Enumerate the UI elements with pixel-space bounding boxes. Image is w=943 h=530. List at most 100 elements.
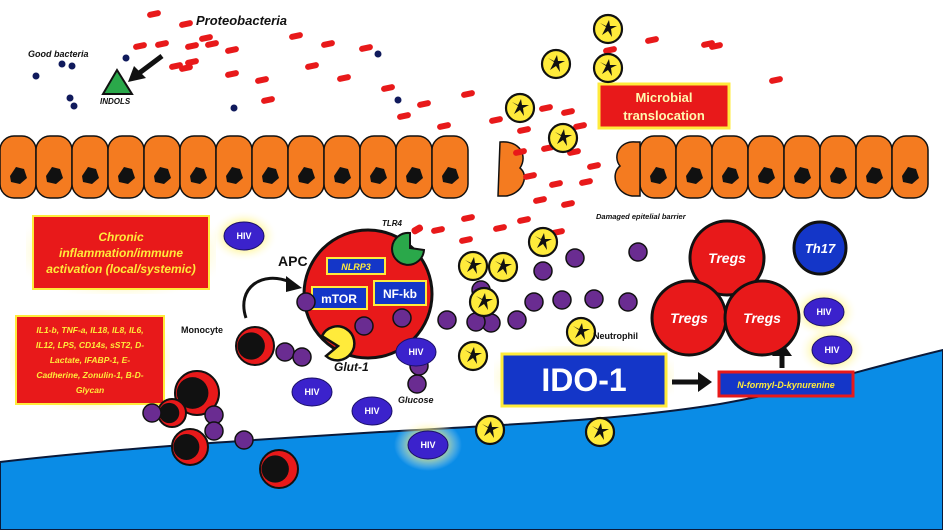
chronic-inflammation-box: Chronic inflammation/immune activation (… bbox=[26, 210, 216, 294]
epithelial-nucleus bbox=[298, 167, 315, 184]
svg-text:HIV: HIV bbox=[364, 406, 379, 416]
monocyte-nucleus bbox=[261, 455, 289, 483]
epithelial-cell bbox=[359, 135, 397, 199]
nlrp3-box: NLRP3 bbox=[326, 257, 386, 275]
epithelial-nucleus bbox=[758, 167, 775, 184]
epithelial-cell bbox=[323, 135, 361, 199]
kynurenine-box: N-formyl-D-kynurenine bbox=[717, 370, 855, 398]
monocyte-nucleus bbox=[176, 377, 209, 409]
epithelial-cell bbox=[107, 135, 145, 199]
purple-particle bbox=[292, 347, 312, 367]
yellow-bacterium bbox=[474, 414, 506, 446]
proteobacteria-rod bbox=[587, 162, 601, 170]
epithelial-cell bbox=[783, 135, 821, 199]
svg-text:HIV: HIV bbox=[824, 345, 839, 355]
apc-arrow bbox=[242, 276, 302, 319]
epithelial-cell bbox=[711, 135, 749, 199]
proteobacteria-rod bbox=[489, 116, 503, 124]
svg-text:Glycan: Glycan bbox=[76, 385, 104, 395]
svg-text:inflammation/immune: inflammation/immune bbox=[59, 246, 183, 260]
yellow-bacterium bbox=[547, 122, 579, 154]
yellow-bacterium bbox=[565, 316, 597, 348]
yellow-bacterium bbox=[468, 286, 500, 318]
epithelial-nucleus bbox=[226, 167, 243, 184]
nfkb-box: NF-kb bbox=[373, 280, 427, 306]
svg-text:HIV: HIV bbox=[236, 231, 251, 241]
ido1-box: IDO-1 bbox=[494, 346, 674, 408]
epithelial-nucleus bbox=[334, 167, 351, 184]
proteobacteria-rod bbox=[321, 40, 335, 48]
svg-text:Lactate, IFABP-1, E-: Lactate, IFABP-1, E- bbox=[50, 355, 130, 365]
th17-cell: Th17 bbox=[792, 220, 848, 276]
yellow-bacterium bbox=[592, 13, 624, 45]
epithelial-cell bbox=[287, 135, 325, 199]
svg-text:Cadherine, Zonulin-1, B-D-: Cadherine, Zonulin-1, B-D- bbox=[36, 370, 143, 380]
epithelial-nucleus bbox=[406, 167, 423, 184]
epithelial-nucleus bbox=[794, 167, 811, 184]
proteobacteria-rod bbox=[493, 224, 507, 232]
svg-text:Tregs: Tregs bbox=[670, 310, 708, 326]
epithelial-nucleus bbox=[686, 167, 703, 184]
good-bacterium bbox=[58, 60, 66, 68]
epithelial-nucleus bbox=[82, 167, 99, 184]
svg-text:N-formyl-D-kynurenine: N-formyl-D-kynurenine bbox=[737, 380, 835, 390]
proteobacteria-label: Proteobacteria bbox=[196, 13, 287, 28]
tlr4-receptor bbox=[391, 224, 426, 266]
yellow-bacterium bbox=[527, 226, 559, 258]
proteobacteria-rod bbox=[549, 180, 563, 188]
epithelial-cell bbox=[179, 135, 217, 199]
hiv-virion: HIV bbox=[394, 419, 462, 471]
epithelial-cell bbox=[143, 135, 181, 199]
good-bacterium bbox=[32, 72, 40, 80]
svg-text:IDO-1: IDO-1 bbox=[541, 362, 626, 398]
hiv-virion: HIV bbox=[291, 377, 333, 407]
glut1-transporter bbox=[320, 325, 356, 362]
proteobacteria-rod bbox=[185, 58, 199, 66]
indols-arrow bbox=[128, 54, 164, 82]
proteobacteria-rod bbox=[517, 126, 531, 134]
proteobacteria-rod bbox=[417, 100, 431, 108]
proteobacteria-rod bbox=[561, 200, 575, 208]
epithelial-cell bbox=[215, 135, 253, 199]
good-bacterium bbox=[394, 96, 402, 104]
mtor-box: mTOR bbox=[311, 286, 368, 310]
proteobacteria-rod bbox=[261, 96, 275, 104]
epithelial-nucleus bbox=[442, 167, 459, 184]
proteobacteria-rod bbox=[185, 42, 199, 50]
proteobacteria-rod bbox=[199, 34, 213, 42]
proteobacteria-rod bbox=[305, 62, 319, 70]
epithelial-nucleus bbox=[370, 167, 387, 184]
proteobacteria-rod bbox=[523, 172, 537, 180]
svg-text:Microbial: Microbial bbox=[635, 90, 692, 105]
purple-particle bbox=[142, 403, 162, 423]
purple-particle bbox=[204, 421, 224, 441]
epithelial-cell bbox=[675, 135, 713, 199]
epithelial-cell bbox=[395, 135, 433, 199]
epithelial-cell bbox=[855, 135, 893, 199]
proteobacteria-rod bbox=[459, 236, 473, 244]
proteobacteria-rod bbox=[437, 122, 451, 130]
yellow-bacterium bbox=[457, 250, 489, 282]
svg-text:IL1-b, TNF-a, IL18, IL8, IL6,: IL1-b, TNF-a, IL18, IL8, IL6, bbox=[36, 325, 143, 335]
proteobacteria-rod bbox=[359, 44, 373, 52]
svg-text:Chronic: Chronic bbox=[98, 230, 144, 244]
svg-text:HIV: HIV bbox=[408, 347, 423, 357]
yellow-bacterium bbox=[504, 92, 536, 124]
purple-particle bbox=[407, 374, 427, 394]
epithelial-nucleus bbox=[866, 167, 883, 184]
epithelial-barrier-left bbox=[0, 135, 469, 199]
epithelial-cell bbox=[819, 135, 857, 199]
svg-text:HIV: HIV bbox=[304, 387, 319, 397]
proteobacteria-rod bbox=[573, 122, 587, 130]
proteobacteria-rod bbox=[205, 40, 219, 48]
purple-particle bbox=[234, 430, 254, 450]
proteobacteria-rod bbox=[461, 214, 475, 222]
purple-particle bbox=[275, 342, 295, 362]
svg-text:activation (local/systemic): activation (local/systemic) bbox=[46, 262, 195, 276]
proteobacteria-rod bbox=[539, 104, 553, 112]
proteobacteria-rod bbox=[155, 40, 169, 48]
proteobacteria-rod bbox=[147, 10, 161, 18]
yellow-bacterium bbox=[487, 251, 519, 283]
good-bacterium bbox=[66, 94, 74, 102]
svg-text:translocation: translocation bbox=[623, 108, 705, 123]
